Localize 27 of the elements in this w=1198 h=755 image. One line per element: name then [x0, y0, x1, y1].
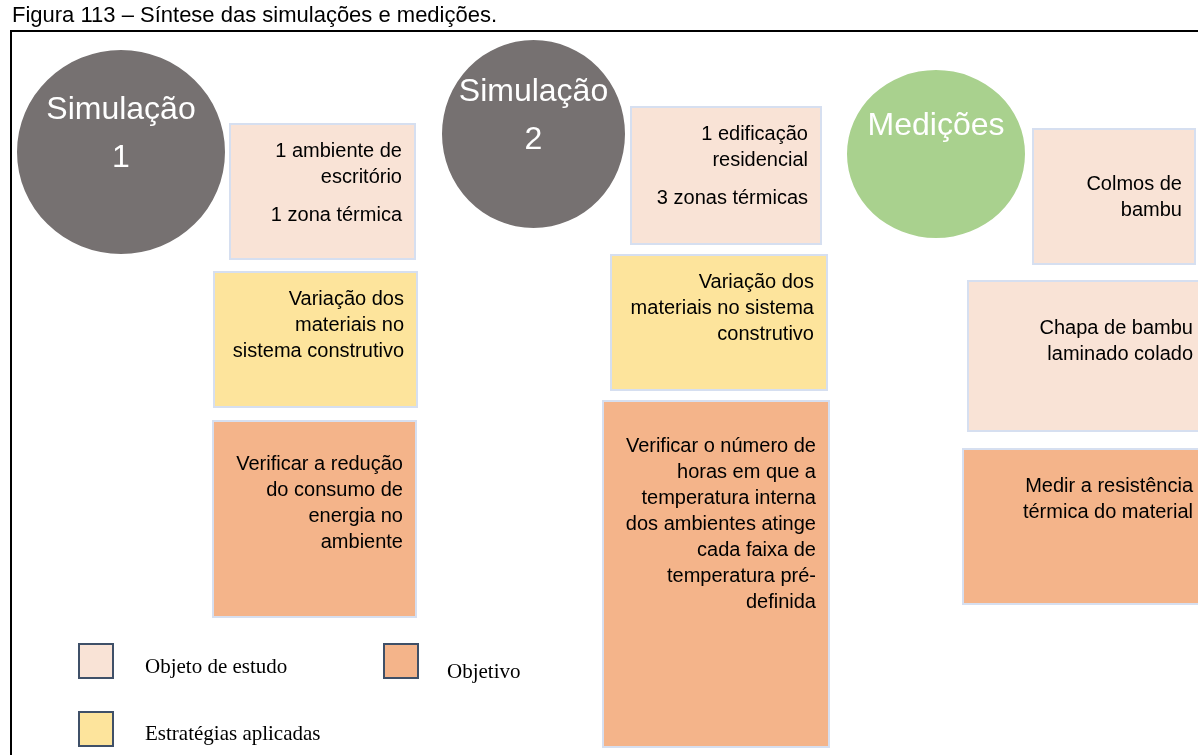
box-text: Medir a resistência térmica do material — [1021, 473, 1193, 524]
text-box — [229, 123, 416, 260]
text-box — [212, 420, 417, 618]
text-box — [962, 448, 1198, 605]
text-box — [1032, 128, 1196, 265]
box-text: Chapa de bambu laminado colado — [1038, 315, 1193, 366]
circle-label: Simulação 1 — [45, 89, 197, 176]
legend-label: Estratégias aplicadas — [145, 721, 321, 746]
box-text: 1 ambiente de escritório — [274, 138, 402, 189]
legend-label: Objeto de estudo — [145, 654, 288, 679]
box-text: 3 zonas térmicas — [655, 185, 808, 210]
box-text: Verificar a redução do consumo de energia no ambiente — [235, 451, 403, 554]
circle-label: Simulação 2 — [458, 71, 609, 158]
box-text: 1 edificação residencial — [700, 121, 808, 172]
text-box — [967, 280, 1198, 432]
text-box — [213, 271, 418, 408]
box-text: Verificar o número de horas em que a temperatura interna dos ambientes atinge cada faixa de temperatura pré-definida — [624, 433, 816, 614]
box-text: Colmos de bambu — [1085, 171, 1182, 222]
text-box — [602, 400, 830, 748]
legend-label: Objetivo — [447, 659, 521, 684]
circle-label: Medições — [867, 105, 1005, 144]
text-box — [610, 254, 828, 391]
figure-title: Figura 113 – Síntese das simulações e medições. — [12, 2, 498, 28]
box-text: 1 zona térmica — [269, 202, 402, 227]
box-text: Variação dos materiais no sistema construtivo — [629, 269, 814, 346]
box-text: Variação dos materiais no sistema construtivo — [231, 286, 404, 363]
text-box — [630, 106, 822, 245]
